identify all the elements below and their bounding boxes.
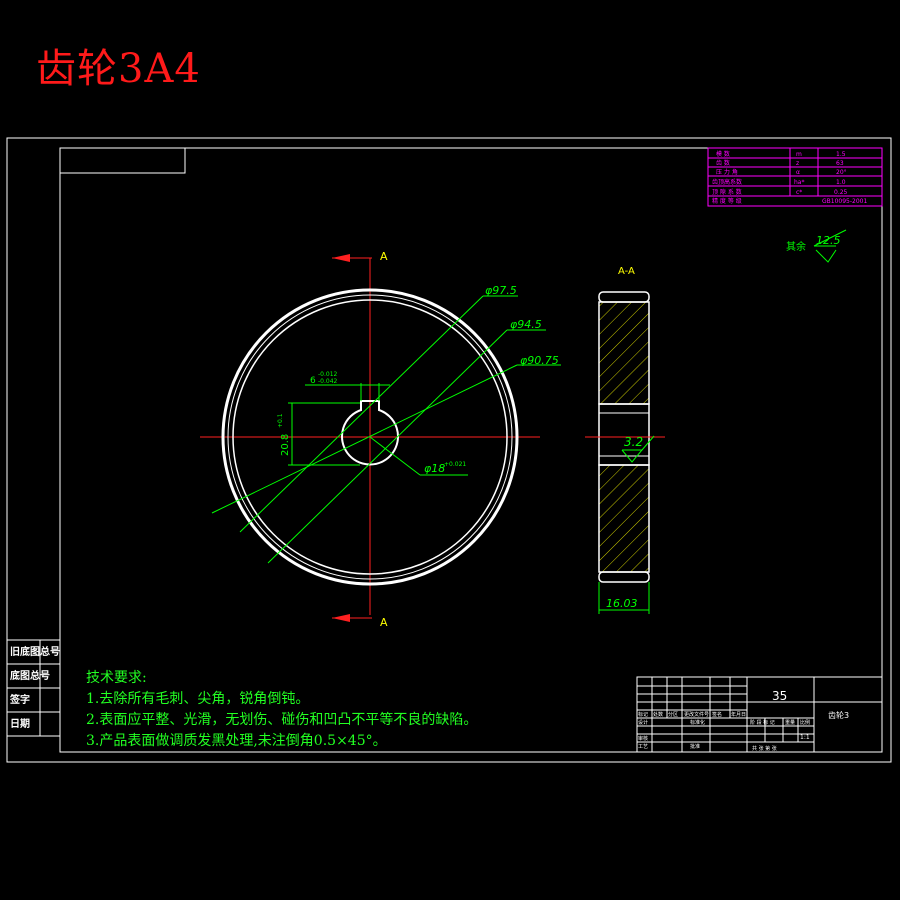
title-block-row-5: 年月日 xyxy=(731,711,746,718)
side-label-0: 旧底图总号 xyxy=(10,647,60,658)
corner-box xyxy=(59,147,186,174)
dim-bore: φ18 xyxy=(424,462,445,475)
title-block-role-4: 批准 xyxy=(690,743,700,750)
title-block-role-0: 设计 xyxy=(638,719,648,726)
tech-heading: 技术要求: xyxy=(86,670,147,686)
gear-front-view xyxy=(221,288,519,586)
title-block-sheet: 共 张 第 张 xyxy=(752,745,777,752)
param-val-3: 1.0 xyxy=(836,179,846,186)
dim-keyway-tol-low: -0.042 xyxy=(318,378,338,385)
title-block-row-0: 标记 xyxy=(638,711,648,718)
roughness-hub: 3.2 xyxy=(621,435,655,463)
param-sym-3: ha* xyxy=(794,179,804,186)
title-block-row-2: 分区 xyxy=(668,711,678,718)
section-mark-top: A xyxy=(380,250,388,263)
param-val-0: 1.5 xyxy=(836,151,846,158)
section-arrow-top: A xyxy=(332,250,388,263)
param-val-1: 63 xyxy=(836,160,844,167)
parameter-table: 模 数 m 1.5 齿 数 z 63 压 力 角 α 20° 齿顶高系数 ha*… xyxy=(707,147,883,207)
title-block xyxy=(636,676,883,753)
dim-d3: φ90.75 xyxy=(520,354,559,367)
title-block-role-3: 工艺 xyxy=(638,744,648,750)
side-label-box xyxy=(6,639,61,737)
dim-face-width: 16.03 xyxy=(606,597,638,610)
param-name-0: 模 数 xyxy=(716,150,730,158)
roughness-other-label: 其余 xyxy=(786,240,806,253)
dim-keyway-tol-up: -0.012 xyxy=(318,371,338,378)
title-block-weight: 重量 xyxy=(785,719,795,726)
technical-requirements: 技术要求: 1.去除所有毛刺、尖角，锐角倒钝。 2.表面应平整、光滑，无划伤、碰… xyxy=(86,668,477,752)
roughness-other: 其余 12.5 xyxy=(786,229,847,263)
side-label-2: 签字 xyxy=(10,695,30,706)
drawing-title: 齿轮3A4 xyxy=(36,46,201,92)
outer-border xyxy=(6,137,892,763)
param-name-3: 齿顶高系数 xyxy=(712,178,742,186)
section-arrow-bottom: A xyxy=(332,614,388,629)
param-sym-1: z xyxy=(796,160,799,167)
roughness-other-value: 12.5 xyxy=(816,234,841,247)
param-sym-2: α xyxy=(796,169,800,176)
dim-d2: φ94.5 xyxy=(510,318,542,331)
tech-item-3: 3.产品表面做调质发黑处理,未注倒角0.5×45°。 xyxy=(86,733,387,749)
dim-d1: φ97.5 xyxy=(485,284,517,297)
title-block-row-1: 处数 xyxy=(653,711,663,718)
title-block-scale: 1:1 xyxy=(800,734,810,741)
title-block-row-3: 更改文件号 xyxy=(684,711,709,718)
title-block-role-1: 标准化 xyxy=(690,719,705,726)
title-block-role-2: 审核 xyxy=(638,735,648,742)
gear-section-view xyxy=(585,291,665,583)
section-view-label: A-A xyxy=(618,266,635,277)
param-val-2: 20° xyxy=(836,169,847,176)
title-block-material: 35 xyxy=(772,689,787,703)
roughness-hub-value: 3.2 xyxy=(624,435,643,449)
face-width-dim: 16.03 xyxy=(598,582,650,614)
section-mark-bottom: A xyxy=(380,616,388,629)
tech-item-2: 2.表面应平整、光滑，无划伤、碰伤和凹凸不平等不良的缺陷。 xyxy=(86,712,478,728)
dim-bore-tol: +0.021 xyxy=(444,461,466,468)
param-sym-4: c* xyxy=(796,189,802,196)
diameter-leaders xyxy=(211,295,561,564)
title-block-part-name: 齿轮3 xyxy=(828,710,849,720)
param-name-1: 齿 数 xyxy=(716,159,730,167)
param-val-4: 0.25 xyxy=(834,189,848,196)
side-label-3: 日期 xyxy=(10,719,30,730)
param-name-4: 顶 隙 系 数 xyxy=(712,188,742,196)
param-val-5: GB10095-2001 xyxy=(822,198,867,205)
title-block-row-4: 签名 xyxy=(712,711,722,718)
side-label-1: 底图总号 xyxy=(10,671,50,682)
dim-keyway-depth: 20.8 xyxy=(280,434,291,456)
bore-with-keyway xyxy=(341,400,399,466)
title-block-ratio: 比例 xyxy=(800,719,810,726)
dim-keyway-depth-tol: +0.1 xyxy=(277,413,284,428)
tech-item-1: 1.去除所有毛刺、尖角，锐角倒钝。 xyxy=(86,691,310,707)
param-name-5: 精 度 等 级 xyxy=(712,197,742,205)
title-block-stage: 阶 段 标 记 xyxy=(750,719,775,726)
dim-keyway-width: 6 xyxy=(310,376,316,386)
inner-border xyxy=(59,147,883,753)
param-name-2: 压 力 角 xyxy=(716,168,738,176)
param-sym-0: m xyxy=(796,151,802,158)
